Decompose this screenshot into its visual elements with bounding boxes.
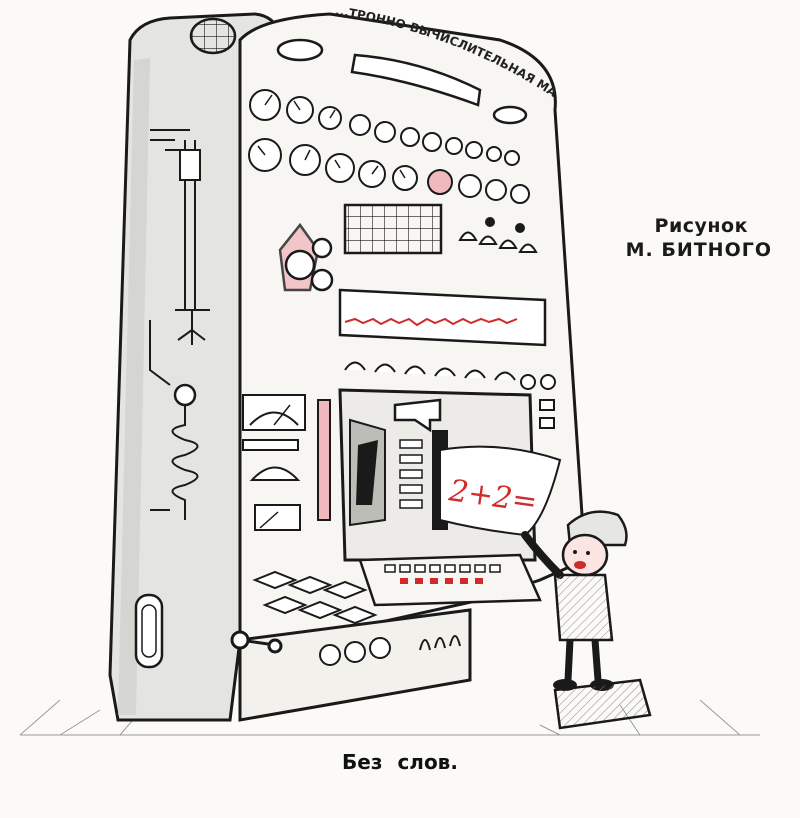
machine-base	[238, 608, 472, 722]
number-counter	[278, 222, 334, 292]
dial-needles	[257, 94, 406, 179]
left-meters	[242, 394, 306, 531]
base-dials	[319, 635, 461, 666]
arrow-indicator-icon	[393, 398, 442, 433]
boy-figure	[521, 510, 652, 730]
artist-credit: Рисунок М. БИТНОГО	[572, 214, 772, 262]
gauge-row	[344, 361, 516, 381]
switch-cluster	[458, 217, 538, 253]
waveform-trace	[344, 317, 518, 327]
machine-front: ...ТРОННО-ВЫЧИСЛИТЕЛЬНАЯ МАШИНА	[0, 0, 587, 722]
right-knobs	[520, 374, 556, 429]
side-wiring	[149, 129, 210, 520]
credit-line-1: Рисунок	[654, 215, 748, 237]
top-lamp-left-icon	[276, 38, 324, 62]
thermometer-icon	[317, 399, 331, 521]
grid-display	[343, 203, 443, 255]
tape-display	[338, 288, 547, 347]
top-lamp-center-icon	[350, 53, 482, 107]
cartoon-caption: Без слов.	[342, 750, 458, 774]
output-slot	[338, 388, 537, 562]
boy-head	[561, 533, 609, 577]
machine-side-panel	[108, 12, 282, 722]
keyboard-panel	[358, 553, 542, 607]
crank-handle-icon	[230, 630, 283, 654]
credit-line-2: М. БИТНОГО	[625, 239, 772, 261]
lower-switch-bank	[252, 570, 378, 625]
paper-sheet: 2+2=	[439, 445, 562, 537]
suitcase	[553, 678, 652, 730]
side-handle	[134, 593, 164, 669]
vent-grille-icon	[189, 17, 237, 55]
boy-jacket	[553, 573, 614, 642]
